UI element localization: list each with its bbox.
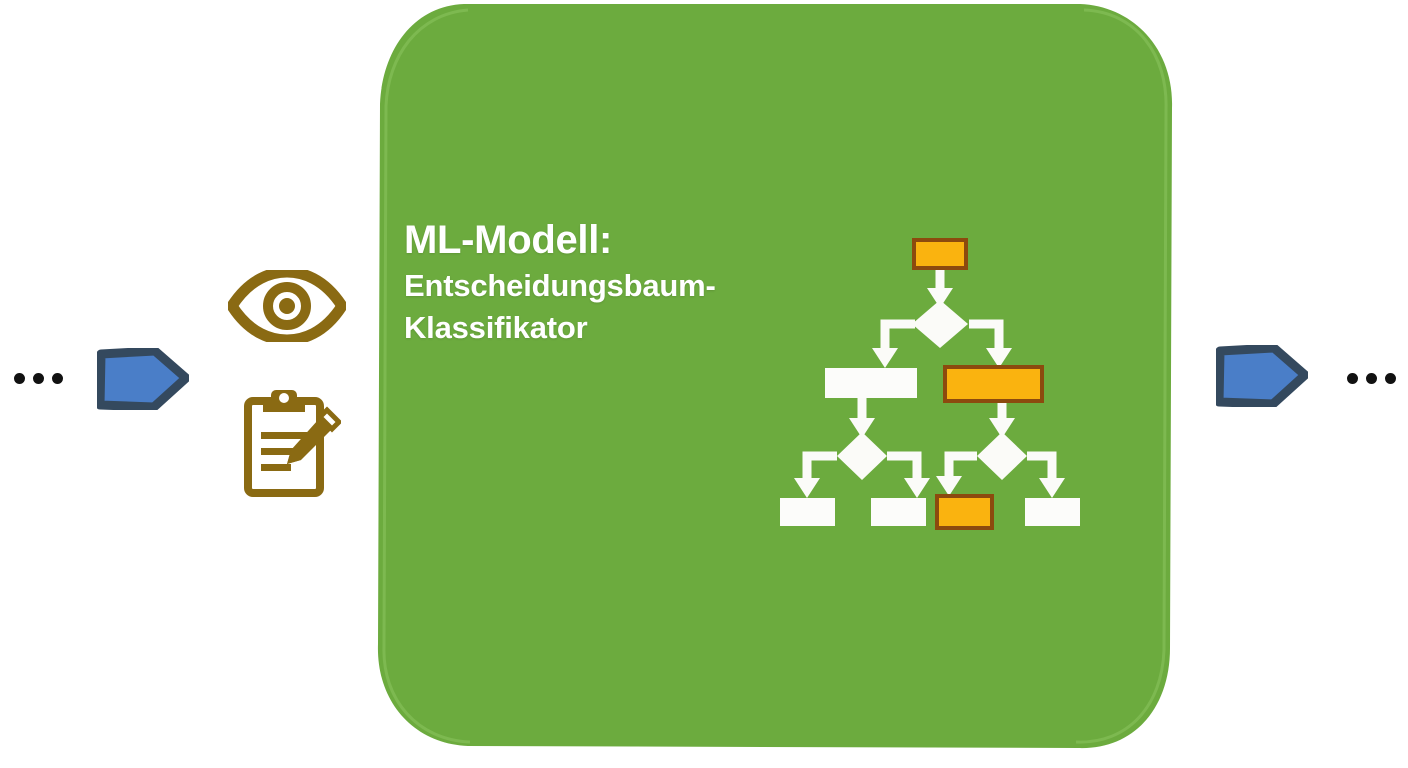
ellipsis-dot	[1366, 373, 1377, 384]
tree-node-split-2	[837, 432, 887, 480]
ellipsis-left	[14, 373, 63, 384]
tree-node-root	[912, 238, 968, 270]
ellipsis-dot	[52, 373, 63, 384]
decision-tree-diagram	[767, 226, 1097, 546]
tree-node-right	[943, 365, 1044, 403]
tree-node-left	[825, 368, 917, 398]
tree-node-split-3	[977, 432, 1027, 480]
tree-leaf-2	[871, 498, 926, 526]
eye-icon	[226, 266, 348, 346]
panel-subtitle-line-1: Entscheidungsbaum-	[404, 267, 716, 303]
tree-arrowheads	[794, 288, 1065, 498]
panel-text-block: ML-Modell: Entscheidungsbaum- Klassifika…	[404, 218, 824, 348]
ellipsis-right	[1347, 373, 1396, 384]
ellipsis-dot	[14, 373, 25, 384]
tree-leaf-3	[935, 494, 994, 530]
tree-edges	[802, 268, 1057, 484]
ellipsis-dot	[1347, 373, 1358, 384]
panel-subtitle-line-2: Klassifikator	[404, 309, 588, 345]
ellipsis-dot	[1385, 373, 1396, 384]
process-arrow-left	[95, 346, 191, 412]
tree-leaf-4	[1025, 498, 1080, 526]
tree-node-split-1	[912, 300, 968, 348]
ml-model-panel: ML-Modell: Entscheidungsbaum- Klassifika…	[372, 0, 1177, 754]
panel-title: ML-Modell:	[404, 218, 613, 262]
ellipsis-dot	[33, 373, 44, 384]
tree-leaf-1	[780, 498, 835, 526]
clipboard-pencil-icon	[243, 388, 343, 498]
process-arrow-right	[1214, 343, 1310, 409]
